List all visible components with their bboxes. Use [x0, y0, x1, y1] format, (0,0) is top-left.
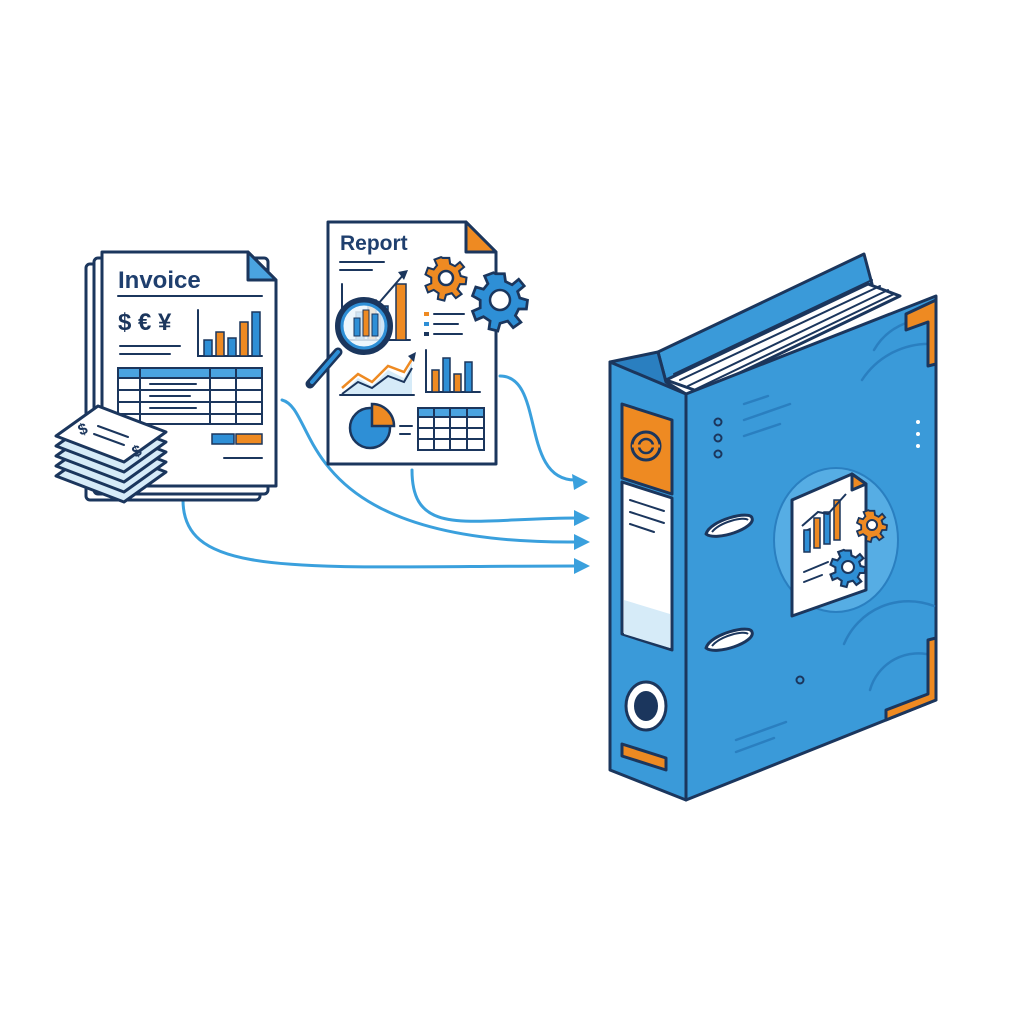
arrowhead [574, 534, 590, 550]
mini-bar [227, 337, 237, 357]
invoice-total-box [235, 433, 263, 445]
sync-icon [630, 430, 662, 462]
binder-icon [608, 252, 938, 802]
magnifier-icon [305, 297, 393, 389]
invoice-mini-bar-chart [197, 309, 263, 357]
invoice-table [117, 367, 263, 425]
gear-icon [829, 548, 867, 589]
mini-bar [203, 339, 213, 357]
label-line [629, 511, 665, 524]
gear-icon [855, 509, 888, 544]
page-edge [673, 279, 873, 375]
arrowhead [574, 558, 590, 574]
arrow-invoice-bottom [181, 498, 580, 569]
binder-pages [664, 282, 902, 394]
report-document: Report [305, 220, 498, 466]
arrow-report-bottom [410, 468, 580, 523]
spine-bottom-tab [620, 742, 668, 772]
arrow-invoice-top [280, 398, 580, 544]
binder-ring [704, 513, 754, 538]
binder-ring [704, 627, 754, 652]
page-edge [679, 285, 881, 381]
label-line [629, 499, 665, 512]
currency-symbols: $ € ¥ [118, 309, 172, 336]
cover-corner-top [904, 298, 938, 368]
mini-bar [239, 321, 249, 357]
binder-finger-hole [624, 680, 668, 732]
report-folded-corner [464, 220, 498, 254]
mini-bar [251, 311, 261, 357]
label-line [629, 523, 655, 533]
gear-icon [470, 271, 530, 333]
arrow-heads [572, 474, 590, 574]
flow-arrows [181, 374, 580, 569]
gear-icon [424, 256, 468, 302]
money-notes-icon: $ $ [54, 404, 168, 504]
cover-dots-white [916, 420, 920, 448]
report-area-chart [339, 352, 416, 396]
pie-chart-icon [348, 402, 413, 450]
cover-dots [713, 417, 805, 685]
report-title: Report [340, 232, 408, 255]
arrow-report-top [498, 374, 577, 482]
page-edge [693, 293, 895, 391]
invoice-folded-corner [246, 250, 278, 282]
report-table [417, 407, 485, 451]
arrowhead [574, 510, 590, 526]
cover-corner-bottom [884, 636, 938, 722]
report-bullets [424, 312, 465, 336]
invoice-total-box [211, 433, 235, 445]
invoice-title: Invoice [118, 267, 201, 294]
arrowhead [572, 474, 588, 490]
mini-bar [215, 331, 225, 357]
report-small-bar-chart [425, 349, 481, 393]
spine-top-badge [620, 402, 674, 496]
page-edge [687, 289, 889, 387]
